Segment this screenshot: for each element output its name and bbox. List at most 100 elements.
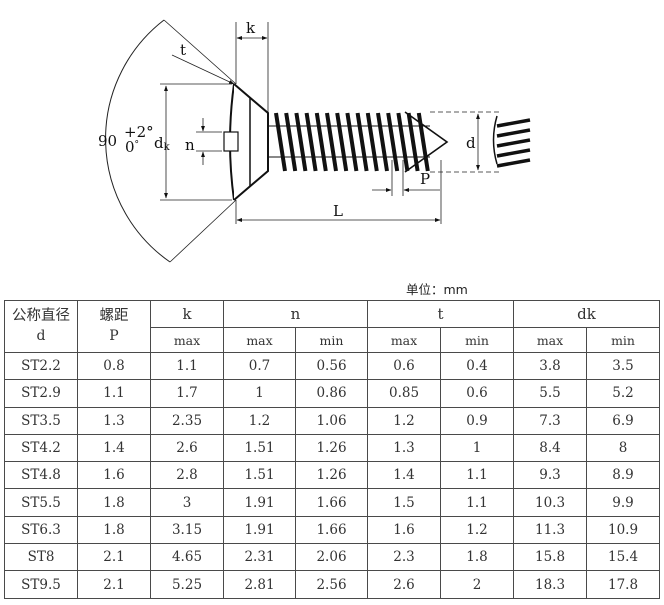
dim-label-n: n [185, 136, 195, 154]
unit-label: 单位：mm [406, 282, 468, 297]
cell-dk-min: 3.5 [586, 351, 661, 381]
cell-n-max: 1.2 [223, 406, 296, 435]
cell-dk-min: 6.9 [586, 406, 661, 435]
header-dk-min: min [586, 327, 661, 353]
dim-label-t: t [180, 41, 186, 59]
cell-n-max: 1.91 [223, 488, 296, 517]
cell-dk-max: 3.8 [513, 351, 588, 381]
cell-d: ST2.2 [4, 351, 78, 381]
cell-d: ST8 [4, 543, 78, 572]
cell-dk-min: 8 [586, 433, 661, 463]
cell-p: 2.1 [77, 570, 151, 599]
cell-dk-min: 8.9 [586, 461, 661, 490]
cell-p: 2.1 [77, 543, 151, 572]
cell-n-max: 2.81 [223, 570, 296, 599]
cell-n-min: 1.66 [294, 488, 369, 517]
cell-n-max: 1.51 [223, 433, 296, 463]
cell-t-min: 1.1 [440, 461, 515, 490]
cell-p: 1.4 [77, 433, 151, 463]
cell-t-max: 1.2 [367, 406, 442, 435]
cell-t-max: 1.4 [367, 461, 442, 490]
cell-d: ST4.2 [4, 433, 78, 463]
cell-d: ST3.5 [4, 406, 78, 435]
header-t-min: min [440, 327, 515, 353]
header-n-min: min [294, 327, 369, 353]
header-k-max: max [150, 327, 224, 353]
cell-k: 5.25 [150, 570, 224, 599]
cell-p: 0.8 [77, 351, 151, 381]
header-dk: dk [513, 300, 661, 328]
header-pitch: 螺距 P [77, 300, 151, 353]
dim-label-angle-sup: +2° [124, 123, 154, 141]
cell-k: 1.7 [150, 379, 224, 408]
cell-p: 1.6 [77, 461, 151, 490]
cell-dk-min: 17.8 [586, 570, 661, 599]
cell-n-min: 1.06 [294, 406, 369, 435]
screw-head [223, 83, 269, 201]
cell-n-min: 2.06 [294, 543, 369, 572]
cell-k: 1.1 [150, 351, 224, 381]
cell-n-max: 1.91 [223, 515, 296, 545]
header-t: t [367, 300, 515, 328]
cell-d: ST4.8 [4, 461, 78, 490]
dim-label-p: P [420, 170, 430, 188]
cell-dk-max: 8.4 [513, 433, 588, 463]
thread-lines [274, 112, 430, 172]
cell-t-max: 1.5 [367, 488, 442, 517]
cell-dk-max: 5.5 [513, 379, 588, 408]
dim-label-dk-sub: k [164, 142, 171, 153]
cell-p: 1.8 [77, 515, 151, 545]
screw-technical-drawing: k t dk 90 +2° 0° n d P L [98, 19, 531, 263]
cell-t-min: 2 [440, 570, 515, 599]
header-n: n [222, 300, 369, 328]
cell-t-min: 1.2 [440, 515, 515, 545]
cell-p: 1.8 [77, 488, 151, 517]
cell-d: ST9.5 [4, 570, 78, 599]
dim-label-dk: dk [154, 134, 171, 153]
angle-arc [105, 19, 171, 263]
cell-n-min: 1.66 [294, 515, 369, 545]
header-pitch-sym: P [109, 328, 119, 344]
cell-dk-min: 15.4 [586, 543, 661, 572]
cell-t-max: 1.3 [367, 433, 442, 463]
header-pitch-cn: 螺距 [99, 308, 129, 324]
header-t-max: max [367, 327, 442, 353]
cell-t-min: 0.6 [440, 379, 515, 408]
cell-k: 3.15 [150, 515, 224, 545]
cell-d: ST5.5 [4, 488, 78, 517]
cell-n-min: 1.26 [294, 433, 369, 463]
cell-dk-max: 18.3 [513, 570, 588, 599]
cell-dk-min: 9.9 [586, 488, 661, 517]
cell-t-min: 1.8 [440, 543, 515, 572]
header-k: k [150, 300, 224, 328]
header-nominal-diameter-sym: d [36, 328, 46, 344]
cell-n-min: 1.26 [294, 461, 369, 490]
cell-dk-max: 10.3 [513, 488, 588, 517]
header-nominal-diameter: 公称直径 d [4, 300, 78, 353]
screw-shank [268, 111, 449, 173]
cell-k: 2.8 [150, 461, 224, 490]
cell-dk-min: 5.2 [586, 379, 661, 408]
cell-t-max: 1.6 [367, 515, 442, 545]
cell-t-max: 2.3 [367, 543, 442, 572]
spec-table: 公称直径 d 螺距 P k n t dk max max min max min… [4, 300, 661, 599]
cell-p: 1.3 [77, 406, 151, 435]
cell-dk-min: 10.9 [586, 515, 661, 545]
dim-label-angle: 90 [98, 132, 117, 150]
cell-n-min: 0.56 [294, 351, 369, 381]
cell-t-min: 0.9 [440, 406, 515, 435]
cell-n-max: 1 [223, 379, 296, 408]
cell-n-max: 2.31 [223, 543, 296, 572]
dim-label-angle-inf: 0° [125, 138, 139, 156]
header-n-max: max [223, 327, 296, 353]
cell-dk-max: 11.3 [513, 515, 588, 545]
cell-n-max: 1.51 [223, 461, 296, 490]
cell-t-min: 1.1 [440, 488, 515, 517]
cell-k: 4.65 [150, 543, 224, 572]
cell-t-max: 0.85 [367, 379, 442, 408]
